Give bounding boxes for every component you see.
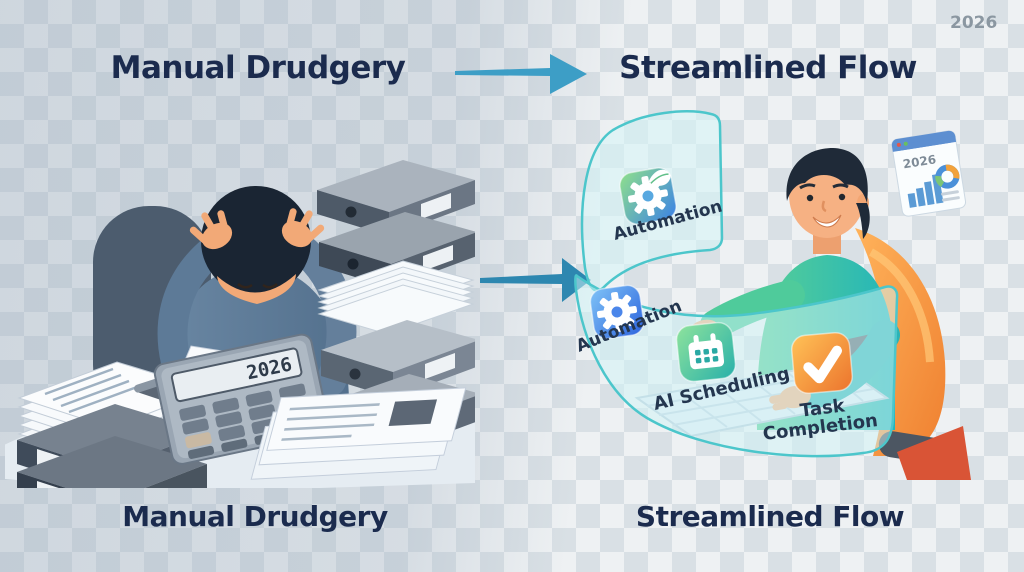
task-completion-icon [790, 331, 854, 395]
streamlined-flow-scene: 2026 [573, 110, 971, 480]
ai-scheduling-icon [675, 321, 737, 383]
closed-eye [262, 283, 278, 289]
arrow-head [550, 54, 587, 94]
right-caption: Streamlined Flow [635, 500, 905, 533]
eyebrow [799, 183, 816, 190]
nose [821, 200, 827, 213]
head-hair [201, 186, 311, 296]
chair-base [897, 426, 971, 480]
calculator-display [170, 347, 303, 403]
year-watermark: 2026 [950, 13, 998, 33]
scattered-paper [250, 387, 467, 480]
right-hand [281, 208, 325, 248]
smile [812, 214, 842, 228]
eyebrow [832, 183, 849, 189]
manual-drudgery-scene: 2026 [5, 160, 475, 488]
eye [838, 193, 846, 201]
arrow-right-icon [455, 54, 587, 94]
binder [17, 436, 207, 488]
hair [786, 148, 868, 203]
left-title: Manual Drudgery [110, 50, 406, 86]
eye [806, 194, 814, 202]
paper-text-lines [44, 367, 138, 414]
dashboard-year: 2026 [902, 152, 937, 171]
closed-eye [237, 283, 253, 289]
window-dot [903, 141, 908, 146]
left-hand [189, 210, 233, 250]
glass-panel-band [574, 274, 899, 458]
window-dot [896, 142, 901, 147]
left-caption: Manual Drudgery [122, 500, 388, 533]
bar-chart-icon [907, 173, 944, 208]
hair-side [856, 203, 870, 239]
face [217, 274, 296, 304]
arrow-shaft [455, 68, 550, 76]
right-title: Streamlined Flow [619, 50, 917, 86]
head [786, 148, 870, 239]
arrow-shaft [480, 274, 562, 284]
caption-line [941, 190, 959, 196]
donut-chart-icon [935, 164, 960, 189]
calendar-dates [694, 347, 719, 364]
automation-icon [589, 284, 645, 340]
leaf-icon [648, 169, 671, 186]
automation-icon-top [619, 167, 677, 225]
binder-tower-right [317, 160, 475, 452]
analytics-card: 2026 [891, 130, 967, 217]
checkmark-icon [803, 345, 842, 384]
paper-clump [317, 260, 475, 335]
caption-line [942, 196, 960, 202]
